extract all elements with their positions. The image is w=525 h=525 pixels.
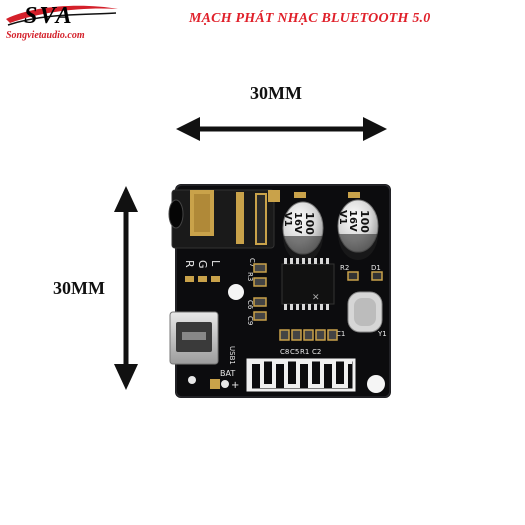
led-labels: R G L	[183, 260, 222, 282]
svg-text:100: 100	[358, 210, 371, 233]
label-c5: C5	[290, 348, 299, 356]
svg-text:16V: 16V	[347, 210, 358, 232]
label-d1: D1	[371, 264, 381, 272]
resistor-r2	[347, 271, 359, 281]
svg-text:L: L	[209, 260, 222, 267]
logo-text: SVA	[24, 3, 74, 29]
label-r2: R2	[340, 264, 349, 272]
width-dimension-label: 30MM	[250, 83, 302, 103]
svg-text:16V: 16V	[292, 212, 303, 234]
label-r3: R3	[246, 272, 254, 281]
label-usb: USB1	[228, 346, 236, 365]
label-plus: +	[231, 380, 239, 391]
website-link[interactable]: Songvietaudio.com	[6, 30, 85, 41]
svg-text:G: G	[196, 260, 209, 269]
label-c1: C1	[336, 330, 345, 338]
label-r1: R1	[300, 348, 309, 356]
label-y1: Y1	[377, 330, 387, 338]
smd-components-bottom	[279, 329, 338, 341]
audio-jack	[168, 189, 275, 249]
label-c6: C6	[246, 300, 254, 310]
bat-pad-minus	[210, 379, 220, 389]
antenna-trace-icon	[246, 358, 356, 392]
bluetooth-chip: ✕	[281, 258, 335, 310]
via	[188, 376, 196, 384]
capacitor-1: 100 16V V1	[282, 201, 324, 262]
height-dimension-label: 30MM	[53, 278, 105, 298]
svg-text:100: 100	[303, 212, 316, 235]
svg-text:V1: V1	[337, 210, 348, 225]
svg-text:V1: V1	[282, 212, 293, 227]
bluetooth-board: 100 16V V1 100 16V V1 R G L	[168, 184, 391, 398]
chip-logo-icon: ✕	[312, 293, 320, 303]
label-bat: BAT	[220, 369, 235, 378]
width-arrow-icon	[176, 117, 387, 141]
solder-pad	[268, 190, 280, 202]
label-c9: C9	[246, 316, 254, 325]
label-c7: C7	[248, 258, 256, 267]
capacitor-2: 100 16V V1	[337, 199, 379, 260]
mounting-hole	[228, 284, 244, 300]
mounting-hole	[367, 375, 385, 393]
solder-pad	[294, 192, 306, 198]
height-arrow-icon	[114, 186, 138, 390]
diode-d1	[371, 271, 383, 281]
smd-components-left	[253, 263, 267, 321]
solder-pad	[348, 192, 360, 198]
page-title: MẠCH PHÁT NHẠC BLUETOOTH 5.0	[189, 11, 431, 26]
logo-swoosh-icon	[6, 5, 118, 26]
crystal-oscillator	[347, 291, 383, 333]
svg-text:R: R	[183, 260, 196, 268]
micro-usb-port	[169, 311, 219, 365]
bat-pad-plus	[221, 380, 229, 388]
label-c2: C2	[312, 348, 321, 356]
brand-logo: SVA Songvietaudio.com	[4, 3, 120, 43]
label-c8: C8	[280, 348, 289, 356]
